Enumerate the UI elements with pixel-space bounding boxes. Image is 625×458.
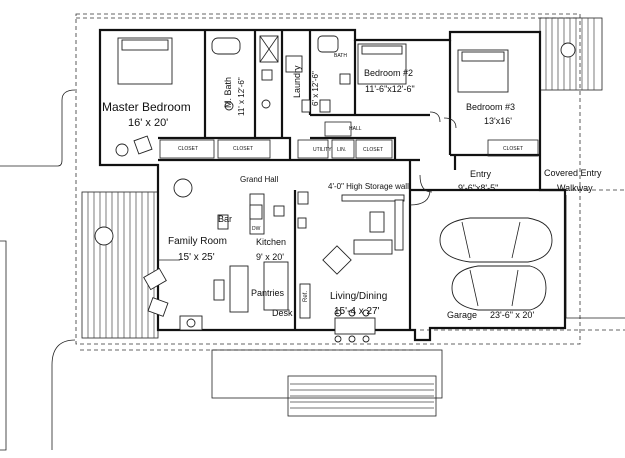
closet-label-2: CLOSET: [233, 146, 253, 152]
utility-label: UTILITY: [313, 147, 332, 153]
dw-label: DW: [252, 226, 261, 232]
bedroom3-label: Bedroom #3: [466, 102, 515, 112]
family-room-size: 15' x 25': [178, 252, 215, 263]
covered-entry-sub: Walkway: [557, 183, 593, 193]
bedroom2-label: Bedroom #2: [364, 68, 413, 78]
grand-hall-label: Grand Hall: [240, 175, 278, 184]
master-bath-size: 11' x 12'-6": [237, 77, 246, 116]
doors: [409, 111, 457, 206]
family-room-label: Family Room: [168, 236, 227, 247]
lin-label: LIN.: [337, 147, 346, 153]
kitchen-label: Kitchen: [256, 237, 286, 247]
closet-label-3: CLOSET: [363, 147, 383, 153]
living-furniture: [322, 194, 405, 343]
master-bedroom-size: 16' x 20': [128, 117, 168, 129]
bath-small-label: BATH: [334, 53, 347, 59]
bath-fixtures: [211, 35, 351, 113]
closet-label-4: CLOSET: [503, 146, 523, 152]
family-room-furniture: [143, 178, 225, 331]
closets: [159, 121, 539, 159]
beds: [115, 37, 509, 157]
ref-label: Ref.: [303, 291, 309, 302]
hall-label: HALL: [349, 126, 362, 132]
living-dining-label: Living/Dining: [330, 291, 387, 302]
bedroom3-size: 13'x16': [484, 116, 512, 126]
covered-entry-label: Covered Entry: [544, 168, 602, 178]
bedroom2-size: 11'-6"x12'-6": [365, 84, 415, 94]
laundry-label: Laundry: [292, 65, 302, 98]
kitchen-size: 9' x 20': [256, 252, 284, 262]
entry-size: 9'-6"x8'-5": [458, 183, 498, 193]
left-deck: [81, 191, 159, 339]
master-bath-label: M. Bath: [223, 77, 233, 108]
closet-label-1: CLOSET: [178, 146, 198, 152]
bar-label: Bar: [218, 214, 232, 224]
laundry-size: 6' x 12'-6": [311, 71, 320, 106]
master-bedroom-label: Master Bedroom: [102, 100, 191, 114]
entry-label: Entry: [470, 169, 492, 179]
garage-label: Garage: [447, 310, 477, 320]
garage-cars: [439, 217, 553, 311]
storage-wall-label: 4'-0" High Storage wall: [328, 182, 409, 191]
desk-label: Desk: [272, 308, 293, 318]
living-dining-size: 15'-4 x 27': [334, 306, 380, 317]
top-right-deck: [539, 17, 603, 91]
pantries-label: Pantries: [251, 288, 285, 298]
kitchen-counters: [217, 191, 311, 319]
interior-walls: [158, 30, 565, 330]
garage-size: 23'-6" x 20': [490, 310, 534, 320]
front-porch: [211, 349, 443, 417]
